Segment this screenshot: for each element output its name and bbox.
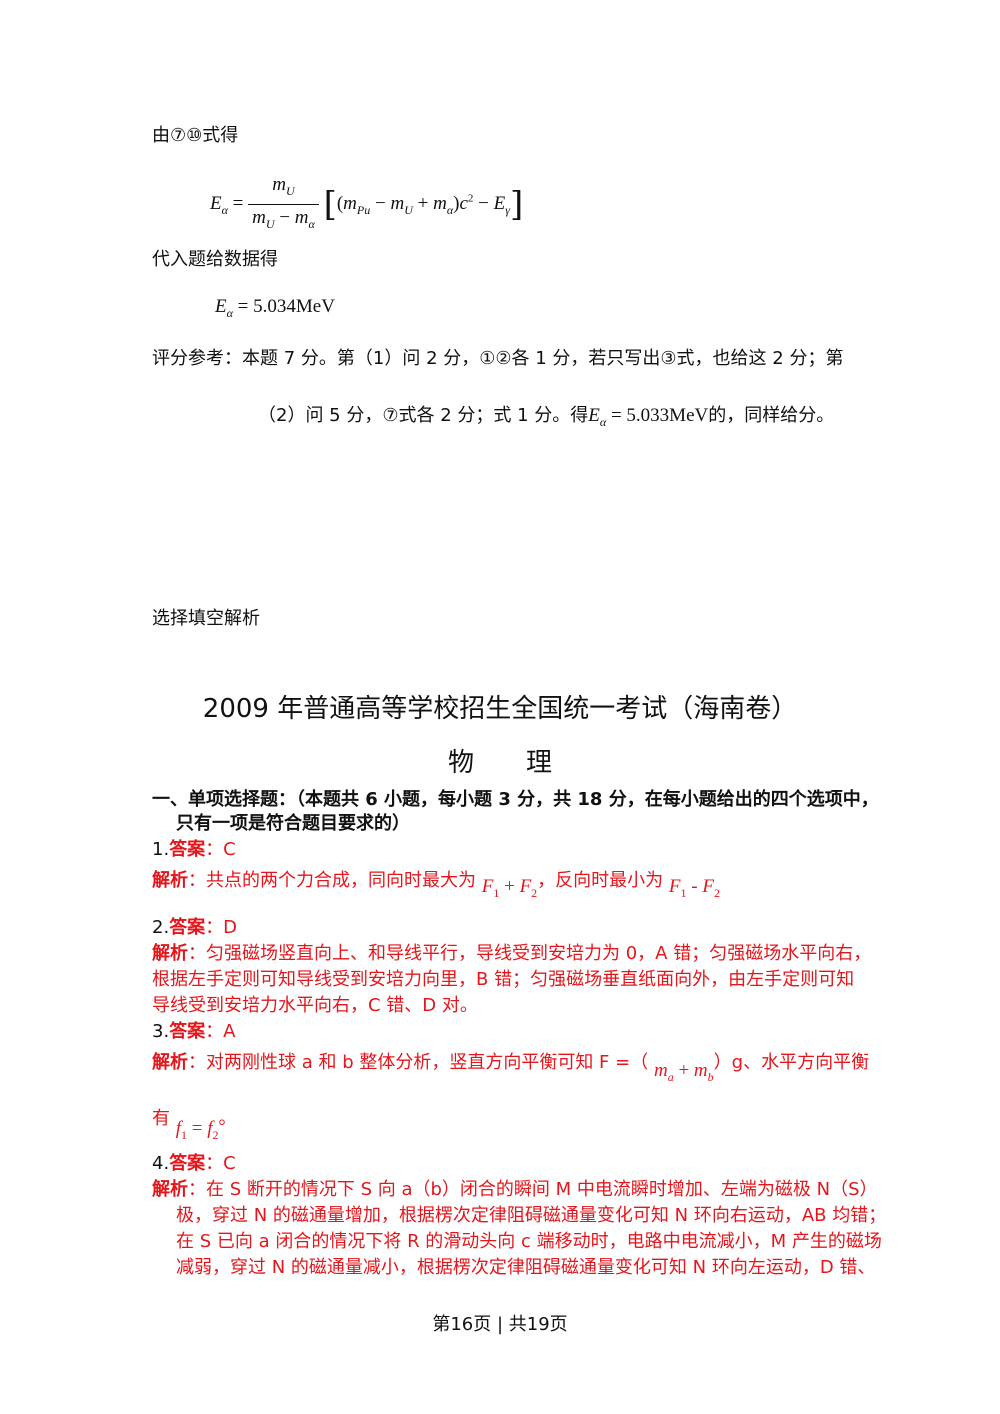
q3-analysis-text-1: ：对两刚性球 a 和 b 整体分析，竖直方向平衡可知 F =（: [188, 1052, 649, 1073]
scoring-line-1: 评分参考：本题 7 分。第（1）问 2 分，①②各 1 分，若只写出③式，也给这…: [152, 348, 844, 369]
f1-equals-f2: f1 = f2: [175, 1118, 219, 1142]
q1-number: 1.: [152, 839, 170, 860]
section-label: 选择填空解析: [152, 608, 260, 629]
substitute-data-text: 代入题给数据得: [152, 249, 278, 270]
scoring-line-2a: （2）问 5 分，⑦式各 2 分；式 1 分。得: [258, 405, 589, 426]
part1-heading-cont: 只有一项是符合题目要求的）: [176, 813, 410, 834]
q1-analysis: 解析：共点的两个力合成，同向时最大为 F1 + F2，反向时最小为 F1 - F…: [152, 866, 720, 908]
q4-answer: 4.答案：C: [152, 1152, 236, 1176]
q4-answer-label: 答案: [169, 1153, 206, 1174]
q2-number: 2.: [152, 917, 170, 938]
q3-answer-value: ：A: [205, 1021, 236, 1042]
ma-plus-mb: ma + mb: [653, 1060, 714, 1084]
q3-analysis-text-2: ）g、水平方向平衡: [713, 1052, 870, 1073]
q1-analysis-text-1: ：共点的两个力合成，同向时最大为: [188, 870, 476, 891]
scoring-line-2b: 的，同样给分。: [708, 405, 835, 426]
q2-analysis-line-2: 根据左手定则可知导线受到安培力向里，B 错；匀强磁场垂直纸面向外，由左手定则可知: [152, 969, 855, 990]
result-formula: Eα = 5.034MeV: [215, 296, 335, 320]
q4-analysis-label: 解析: [152, 1179, 188, 1200]
exam-title: 2009 年普通高等学校招生全国统一考试（海南卷）: [202, 694, 798, 724]
q2-analysis-line-3: 导线受到安培力水平向右，C 错、D 对。: [152, 995, 478, 1016]
q1-answer: 1.答案：C: [152, 838, 236, 862]
q4-analysis-text-1: ：在 S 断开的情况下 S 向 a（b）闭合的瞬间 M 中电流瞬时增加、左端为磁…: [188, 1179, 878, 1200]
q3-answer-label: 答案: [169, 1021, 206, 1042]
q3-analysis-label: 解析: [152, 1052, 188, 1073]
q4-analysis-line-3: 在 S 已向 a 闭合的情况下将 R 的滑动头向 c 端移动时，电路中电流减小，…: [176, 1231, 882, 1252]
q2-analysis-text-1: ：匀强磁场竖直向上、和导线平行，导线受到安培力为 0，A 错；匀强磁场水平向右，: [188, 943, 872, 964]
q2-answer-value: ：D: [205, 917, 238, 938]
q1-analysis-label: 解析: [152, 870, 188, 891]
q4-analysis-line-1: 解析：在 S 断开的情况下 S 向 a（b）闭合的瞬间 M 中电流瞬时增加、左端…: [152, 1178, 878, 1202]
part1-heading: 一、单项选择题：（本题共 6 小题，每小题 3 分，共 18 分，在每小题给出的…: [152, 789, 879, 810]
q3-analysis-line-1: 解析：对两刚性球 a 和 b 整体分析，竖直方向平衡可知 F =（ ma + m…: [152, 1048, 869, 1092]
q3-analysis-end: 。: [218, 1108, 237, 1129]
q3-number: 3.: [152, 1021, 170, 1042]
f1-minus-f2: F1 - F2: [668, 876, 720, 900]
from-equations-text: 由⑦⑩式得: [152, 125, 239, 146]
q2-analysis-line-1: 解析：匀强磁场竖直向上、和导线平行，导线受到安培力为 0，A 错；匀强磁场水平向…: [152, 942, 871, 966]
scoring-line-2: （2）问 5 分，⑦式各 2 分；式 1 分。得Eα = 5.033MeV的，同…: [258, 405, 835, 429]
f1-plus-f2: F1 + F2: [481, 876, 538, 900]
q1-answer-value: ：C: [205, 839, 236, 860]
q3-answer: 3.答案：A: [152, 1020, 236, 1044]
q1-analysis-text-2: ，反向时最小为: [537, 870, 664, 891]
q4-analysis-line-2: 极，穿过 N 的磁通量增加，根据楞次定律阻碍磁通量变化可知 N 环向右运动，AB…: [176, 1205, 887, 1226]
q4-analysis-line-4: 减弱，穿过 N 的磁通量减小，根据楞次定律阻碍磁通量变化可知 N 环向左运动，D…: [176, 1257, 876, 1278]
scoring-value: = 5.033MeV: [610, 405, 709, 426]
exam-subject: 物 理: [447, 748, 552, 778]
result-value: = 5.034MeV: [237, 296, 335, 317]
q2-answer: 2.答案：D: [152, 916, 237, 940]
q1-answer-label: 答案: [169, 839, 206, 860]
q4-answer-value: ：C: [205, 1153, 236, 1174]
q2-answer-label: 答案: [169, 917, 206, 938]
q4-number: 4.: [152, 1153, 170, 1174]
q2-analysis-label: 解析: [152, 943, 188, 964]
page-footer: 第16页 | 共19页: [432, 1314, 568, 1335]
q3-analysis-line-2: 有 f1 = f2。: [152, 1104, 237, 1150]
q3-analysis-text-3: 有: [152, 1108, 170, 1129]
